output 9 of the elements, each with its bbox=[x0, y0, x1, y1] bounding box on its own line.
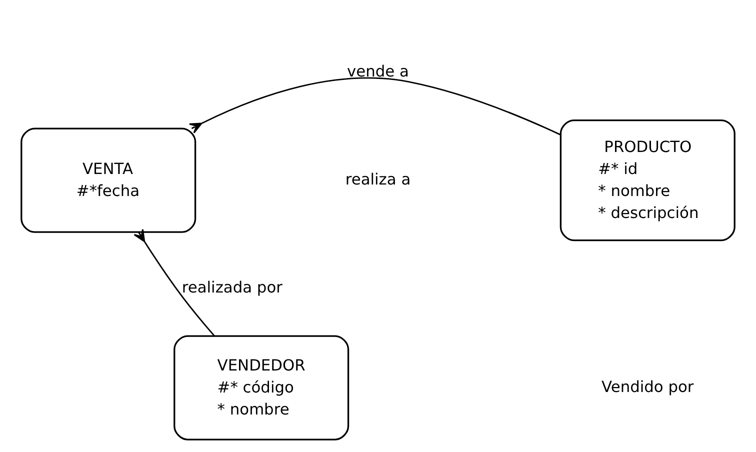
label: realiza a bbox=[345, 170, 411, 188]
node-box: VENTA #*fecha bbox=[20, 128, 196, 233]
connector bbox=[188, 77, 561, 136]
edge-label: realizada por bbox=[182, 278, 282, 296]
node-box: PRODUCTO #* id * nombre * descripción bbox=[560, 120, 736, 242]
edge-label: vende a bbox=[347, 62, 409, 81]
node-box: VENDEDOR #* código * nombre bbox=[174, 335, 350, 440]
label: Vendido por bbox=[602, 378, 694, 396]
connector bbox=[134, 228, 215, 336]
